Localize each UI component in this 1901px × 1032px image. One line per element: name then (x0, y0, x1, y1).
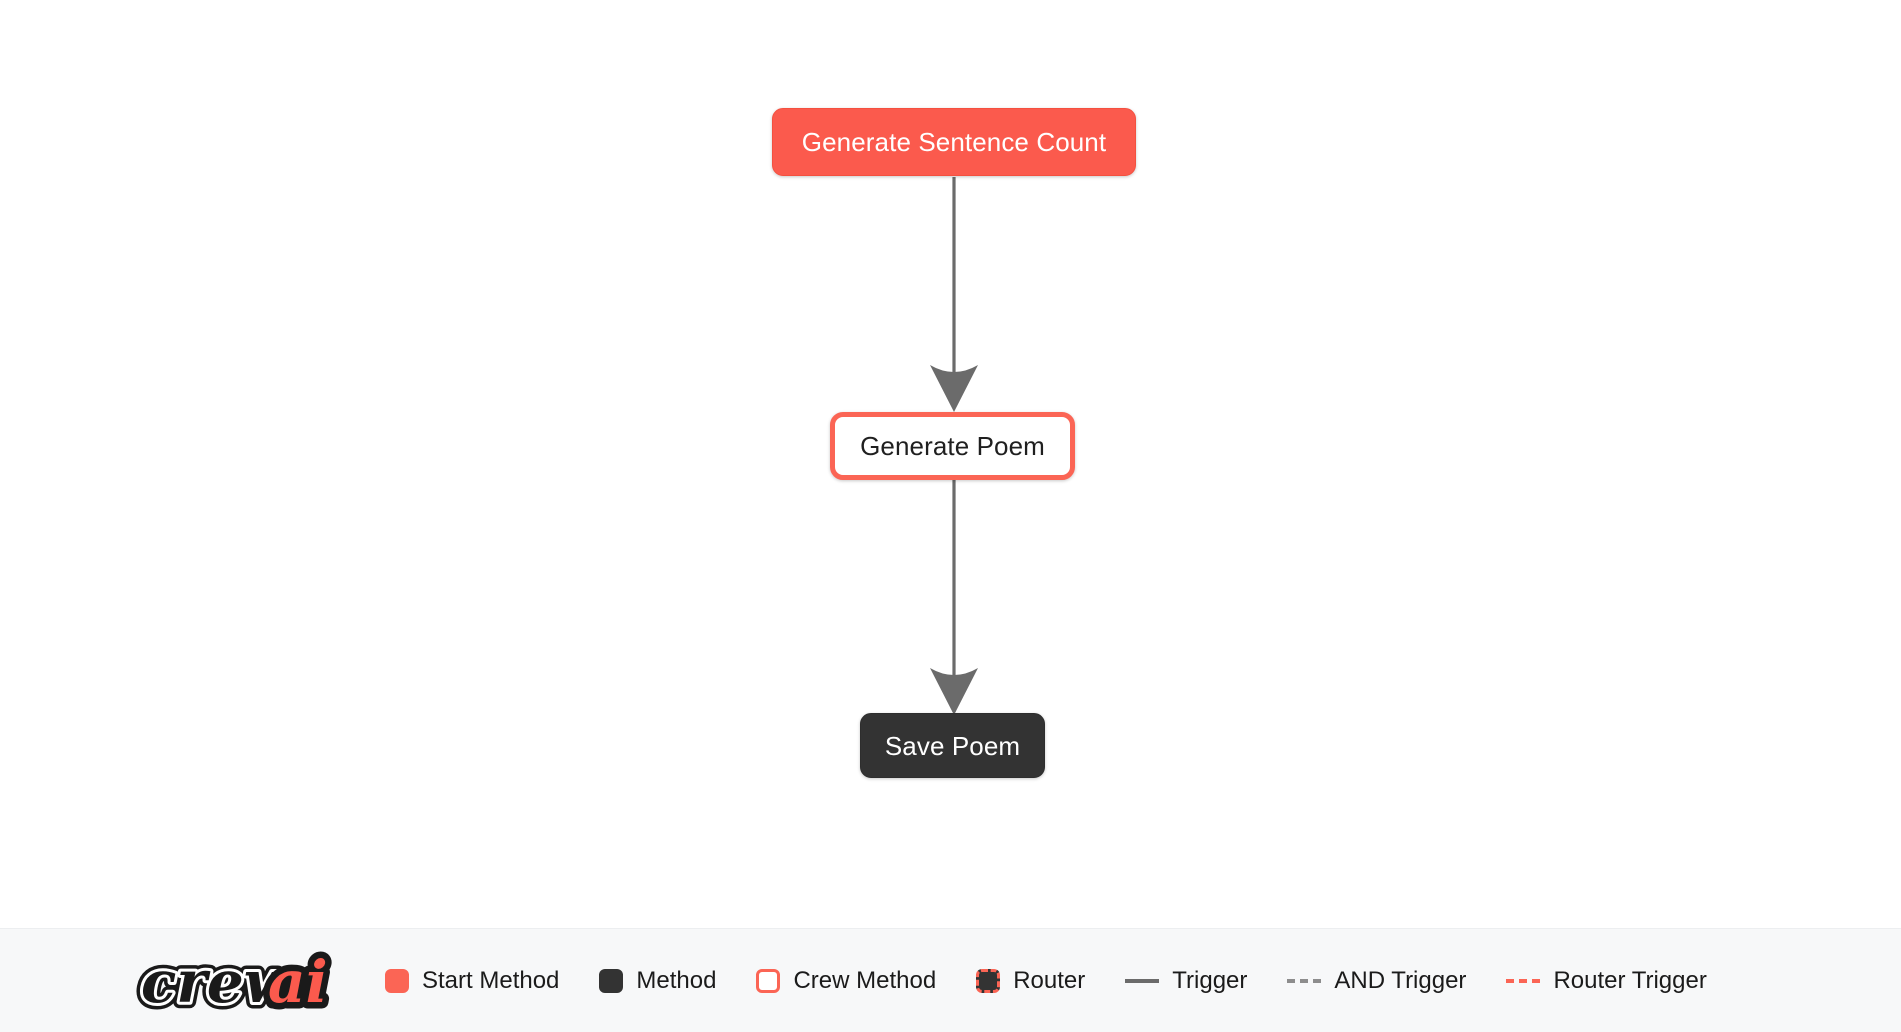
flow-node-generate-poem[interactable]: Generate Poem (830, 412, 1075, 480)
legend-item-router[interactable]: Router (976, 966, 1086, 994)
legend-item-label: Router Trigger (1553, 966, 1707, 994)
flow-node-label: Generate Poem (860, 431, 1045, 461)
crewai-logo: crew crew crew ai ai (135, 942, 347, 1020)
legend-item-label: Method (636, 966, 717, 994)
legend-item-label: Router (1013, 966, 1086, 994)
legend-item-label: Crew Method (793, 966, 937, 994)
legend-item-label: AND Trigger (1334, 966, 1467, 994)
flow-node-save-poem[interactable]: Save Poem (860, 713, 1045, 778)
trigger-line-icon (1125, 978, 1160, 983)
svg-text:ai: ai (268, 948, 328, 1016)
svg-text:crew: crew (141, 948, 296, 1016)
flow-node-generate-sentence-count[interactable]: Generate Sentence Count (772, 108, 1136, 176)
flow-node-label: Save Poem (884, 730, 1021, 761)
start-method-swatch-icon (385, 968, 409, 993)
legend-bar: crew crew crew ai ai Start Method Method… (0, 928, 1901, 1032)
svg-text:crew: crew (141, 948, 296, 1016)
edge-sentence-count-to-poem (930, 177, 978, 412)
flow-canvas[interactable]: Generate Sentence Count Generate Poem Sa… (0, 0, 1901, 928)
legend-item-and-trigger[interactable]: AND Trigger (1287, 966, 1467, 994)
legend-item-start-method[interactable]: Start Method (385, 966, 560, 994)
router-swatch-icon (976, 968, 1001, 993)
edge-poem-to-save (930, 478, 978, 715)
method-swatch-icon (599, 968, 624, 993)
svg-text:ai: ai (268, 948, 328, 1016)
flow-node-label: Generate Sentence Count (801, 127, 1107, 157)
crew-method-swatch-icon (756, 968, 781, 993)
legend-item-method[interactable]: Method (599, 966, 717, 994)
legend-item-label: Start Method (422, 966, 560, 994)
legend-items: Start Method Method Crew Method Router T… (385, 966, 1901, 994)
legend-item-crew-method[interactable]: Crew Method (756, 966, 937, 994)
router-trigger-line-icon (1506, 978, 1541, 983)
legend-item-label: Trigger (1172, 966, 1248, 994)
svg-text:crew: crew (141, 948, 296, 1016)
legend-item-router-trigger[interactable]: Router Trigger (1506, 966, 1707, 994)
and-trigger-line-icon (1287, 978, 1322, 983)
legend-item-trigger[interactable]: Trigger (1125, 966, 1248, 994)
